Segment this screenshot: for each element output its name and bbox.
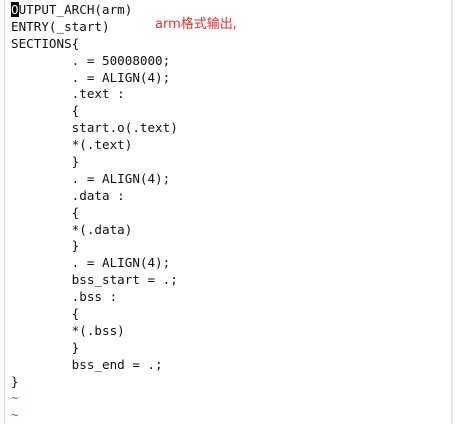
code-line: *(.text) bbox=[11, 137, 133, 153]
code-line: } bbox=[11, 373, 19, 389]
code-line: start.o(.text) bbox=[11, 120, 178, 136]
code-line: } bbox=[11, 339, 80, 355]
code-line: ENTRY(_start) bbox=[11, 18, 110, 34]
code-line: *(.bss) bbox=[11, 322, 125, 338]
code-area[interactable]: OUTPUT_ARCH(arm)ENTRY(_start)SECTIONS{ .… bbox=[11, 2, 178, 424]
empty-line-marker: ~ bbox=[11, 390, 19, 406]
code-line: } bbox=[11, 154, 80, 170]
code-line: .bss : bbox=[11, 289, 118, 305]
text-cursor: O bbox=[11, 2, 19, 17]
code-line: . = ALIGN(4); bbox=[11, 69, 171, 85]
code-line: . = 50008000; bbox=[11, 52, 171, 68]
code-line: { bbox=[11, 103, 80, 119]
code-line: . = ALIGN(4); bbox=[11, 170, 171, 186]
code-line: . = ALIGN(4); bbox=[11, 255, 171, 271]
code-line: SECTIONS{ bbox=[11, 35, 80, 51]
code-line: { bbox=[11, 306, 80, 322]
annotation-note: arm格式输出, bbox=[155, 17, 237, 32]
code-line: .data : bbox=[11, 187, 125, 203]
code-line: { bbox=[11, 204, 80, 220]
scrollbar-edge[interactable] bbox=[451, 0, 453, 424]
code-line: *(.data) bbox=[11, 221, 133, 237]
code-line-text: UTPUT_ARCH(arm) bbox=[18, 2, 133, 17]
code-line: .text : bbox=[11, 86, 125, 102]
code-line: } bbox=[11, 238, 80, 254]
code-line: OUTPUT_ARCH(arm) bbox=[11, 2, 178, 19]
text-editor[interactable]: OUTPUT_ARCH(arm)ENTRY(_start)SECTIONS{ .… bbox=[4, 0, 453, 424]
code-line: bss_start = .; bbox=[11, 272, 178, 288]
empty-line-marker: ~ bbox=[11, 407, 19, 423]
code-line: bss_end = .; bbox=[11, 356, 163, 372]
